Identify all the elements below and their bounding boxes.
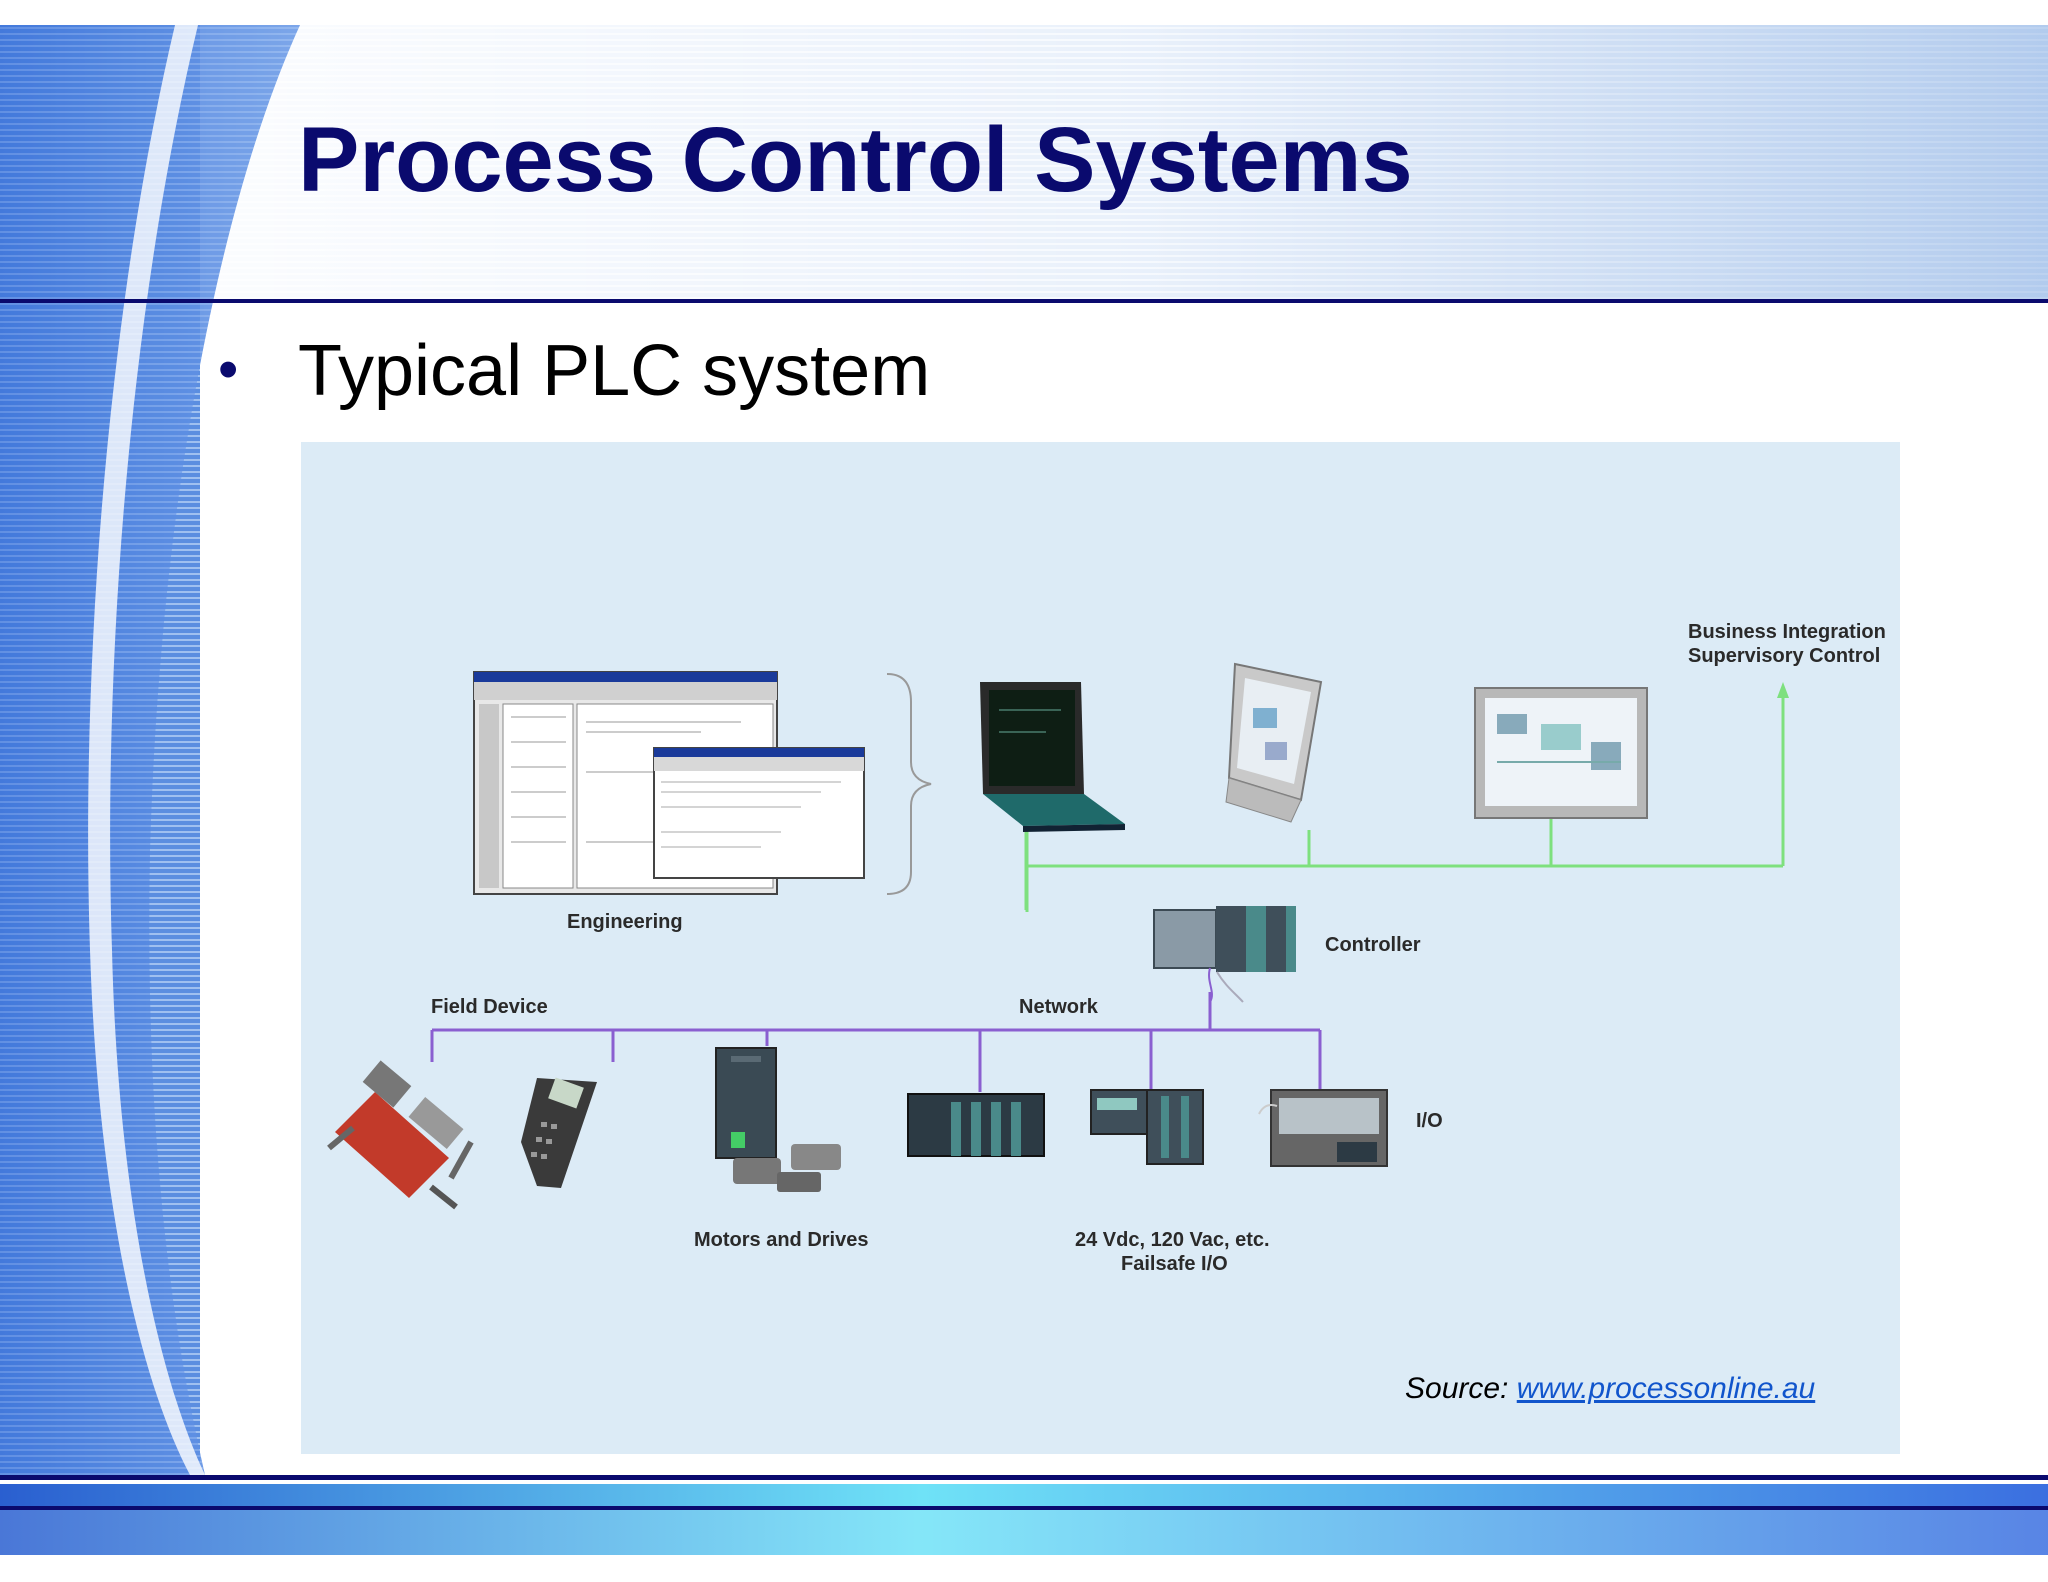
business-arrow-icon (1777, 682, 1789, 698)
motors-drives-icon (715, 1047, 841, 1192)
distributed-io-icon (1090, 1089, 1204, 1165)
green-bus (1025, 692, 1785, 912)
source-link[interactable]: www.processonline.au (1516, 1372, 1816, 1405)
io-module-icon (1258, 1089, 1388, 1167)
slide-title: Process Control Systems (298, 109, 1413, 211)
field-network (430, 992, 1322, 1092)
handheld-icon (521, 1077, 597, 1188)
source-prefix: Source: (1405, 1372, 1517, 1405)
label-supervisory-control: Supervisory Control (1688, 645, 1880, 667)
label-controller: Controller (1325, 934, 1421, 956)
label-failsafe-io: Failsafe I/O (1121, 1253, 1228, 1275)
label-field-device: Field Device (431, 996, 548, 1018)
label-motors-drives: Motors and Drives (694, 1229, 868, 1251)
label-network: Network (1019, 996, 1099, 1018)
io-rack-icon (907, 1093, 1045, 1157)
controller-icon (1153, 906, 1296, 1003)
diagram-panel (301, 442, 1900, 1454)
source-citation: Source: www.processonline.au (1405, 1372, 1815, 1406)
panel-pc-icon (1225, 662, 1323, 823)
engineering-software-icon (473, 671, 932, 895)
bullet-marker: • (218, 337, 239, 402)
label-business-integration: Business Integration (1688, 621, 1886, 643)
operator-panel-icon (1474, 687, 1648, 819)
plc-system-diagram: Engineering Business Integration Supervi… (301, 442, 1900, 1454)
bullet-text: Typical PLC system (298, 331, 931, 411)
label-io-voltages: 24 Vdc, 120 Vac, etc. (1075, 1229, 1270, 1251)
label-engineering: Engineering (567, 911, 683, 933)
laptop-icon (980, 682, 1125, 832)
label-io: I/O (1416, 1110, 1443, 1132)
actuator-icon (327, 1060, 474, 1210)
